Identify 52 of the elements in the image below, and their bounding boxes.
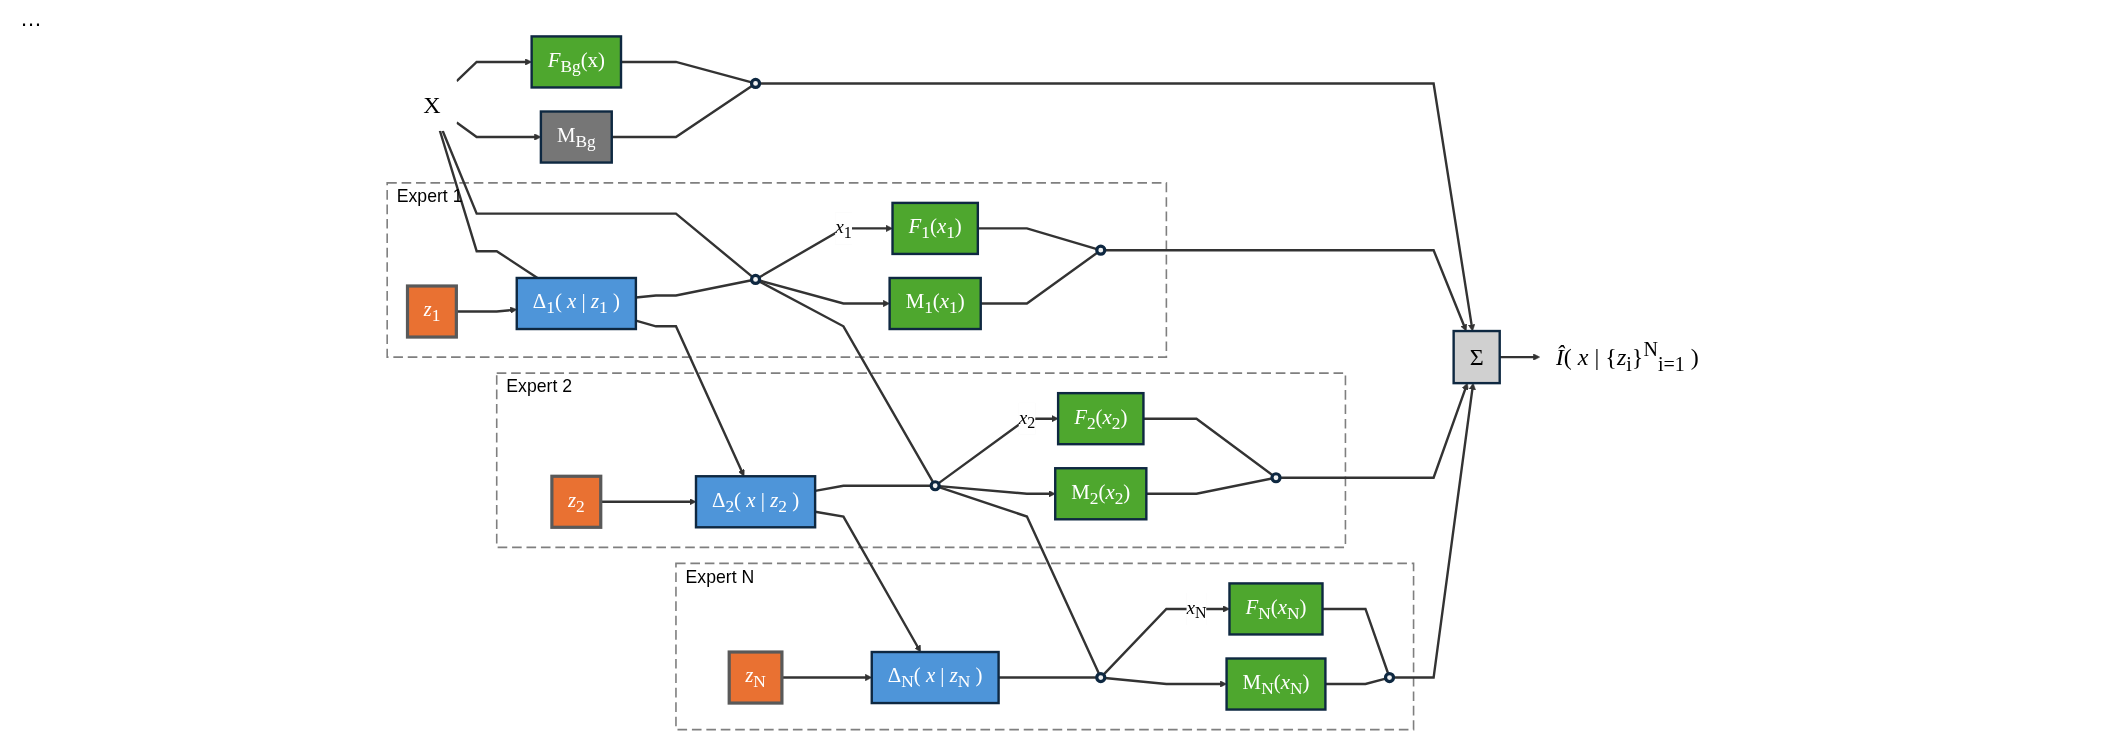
node-box: z$_{2}$ bbox=[550, 474, 603, 529]
arrow bbox=[635, 319, 745, 477]
arrow bbox=[939, 484, 1056, 498]
edge-label: x$_{1}$ bbox=[835, 216, 852, 242]
edge-label: x$_{N}$ bbox=[1186, 596, 1207, 622]
node-circle bbox=[1095, 671, 1107, 684]
connector bbox=[998, 676, 1097, 679]
node-circle bbox=[1095, 244, 1107, 256]
arrow bbox=[455, 58, 532, 82]
node-box: M$_{Bg}$ bbox=[539, 110, 613, 164]
connector bbox=[441, 130, 754, 278]
node-circle bbox=[929, 480, 941, 492]
connector bbox=[1322, 607, 1390, 675]
node-box: M$_{1}$(x$_{1}$) bbox=[888, 276, 982, 331]
arrow bbox=[759, 279, 890, 308]
connector bbox=[938, 485, 1101, 675]
node-box: z$_{1}$ bbox=[405, 284, 458, 339]
node-circle bbox=[749, 77, 762, 90]
node-box: F$_{N}$(x$_{N}$) bbox=[1228, 582, 1324, 636]
connector bbox=[621, 60, 752, 84]
node-circle bbox=[1383, 671, 1396, 684]
connector bbox=[611, 84, 753, 139]
arrow bbox=[1104, 249, 1468, 332]
node-box: Δ$_{1}$( x | z$_{1}$ ) bbox=[515, 276, 638, 331]
node-box: Σ bbox=[1452, 329, 1501, 385]
connector bbox=[758, 280, 935, 483]
connector bbox=[977, 227, 1098, 251]
node-circle bbox=[749, 273, 762, 286]
node-box: Δ$_{2}$( x | z$_{2}$ ) bbox=[694, 475, 817, 529]
connector bbox=[1143, 417, 1274, 477]
node-box: F$_{2}$(x$_{2}$) bbox=[1056, 391, 1145, 446]
node-box: F$_{1}$(x$_{1}$) bbox=[891, 201, 980, 256]
arrow bbox=[1102, 605, 1230, 676]
arrow bbox=[758, 224, 893, 279]
node-circle bbox=[1270, 472, 1282, 484]
arrow bbox=[1499, 353, 1541, 361]
arrow bbox=[1104, 676, 1227, 688]
connector bbox=[1146, 477, 1273, 495]
connector bbox=[635, 279, 752, 299]
connector bbox=[1325, 677, 1386, 686]
node-box: Δ$_{N}$( x | z$_{N}$ ) bbox=[870, 650, 1000, 705]
node-box: z$_{N}$ bbox=[727, 650, 784, 705]
node-text: Î( x | {z$_{i}$}$^{N}$$_{i=1}$ ) bbox=[1555, 338, 1699, 375]
edge-label: x$_{2}$ bbox=[1018, 406, 1036, 432]
node-box: M$_{2}$(x$_{2}$) bbox=[1054, 467, 1148, 521]
node-text: X bbox=[423, 91, 441, 118]
connector bbox=[980, 251, 1099, 305]
ellipsis-label: … bbox=[20, 6, 42, 31]
arrow bbox=[937, 415, 1059, 485]
node-box: M$_{N}$(x$_{N}$) bbox=[1225, 657, 1327, 711]
node-box: F$_{Bg}$(x) bbox=[530, 35, 623, 89]
arrow bbox=[759, 82, 1476, 332]
